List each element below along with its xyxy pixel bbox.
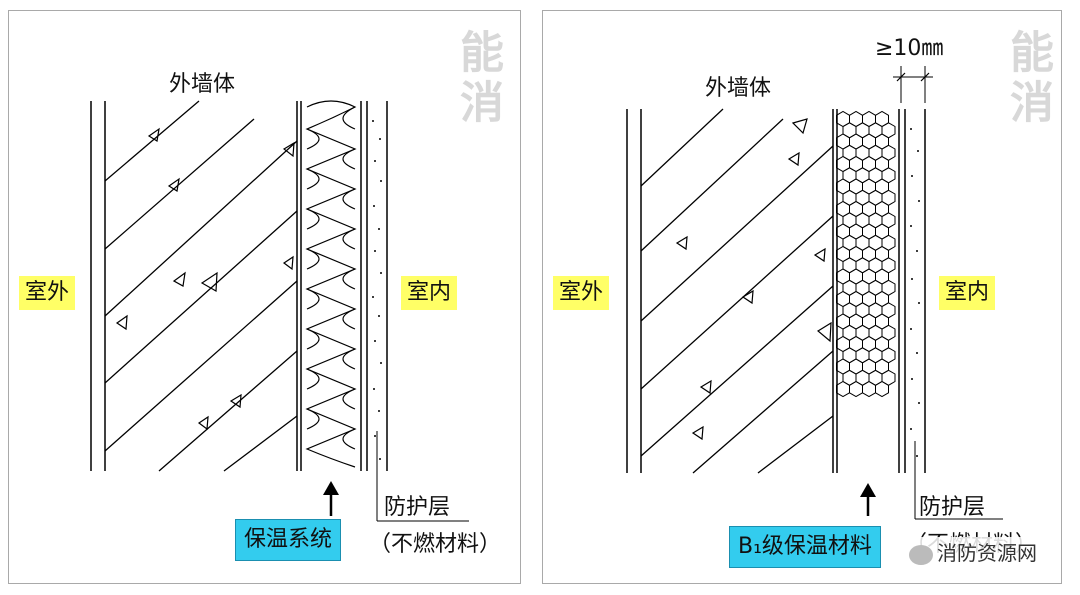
left-wall-title: 外墙体 — [169, 72, 235, 97]
right-watermark: 能消 — [1002, 29, 1053, 129]
wall-hatching — [104, 100, 298, 472]
right-dimension: ≥10㎜ — [875, 36, 943, 61]
left-protect-material: （不燃材料） — [369, 532, 502, 557]
left-panel: 外墙体 室外 室内 保温系统 防护层 （不燃材料） 能消 — [8, 10, 521, 584]
source-mark-text: 消防资源网 — [937, 541, 1037, 565]
right-outside-label: 室外 — [553, 276, 610, 310]
hex-cell — [836, 380, 850, 398]
left-diagram: 外墙体 — [90, 72, 469, 522]
hex-cell — [862, 380, 876, 398]
right-wall-title: 外墙体 — [705, 76, 771, 101]
right-diagram: ≥10㎜ 外墙体 — [626, 36, 1003, 520]
insulation-coils — [305, 100, 357, 468]
right-protect-label: 防护层 — [919, 495, 986, 520]
left-inside-label: 室内 — [401, 276, 458, 310]
left-system-label: 保温系统 — [235, 519, 342, 561]
right-inside-label: 室内 — [939, 276, 996, 310]
right-panel: ≥10㎜ 外墙体 室外 室内 B₁级保温材料 防护层 （不燃材料） 消防资源网 … — [542, 10, 1062, 584]
left-outside-label: 室外 — [19, 276, 76, 310]
source-watermark: 消防资源网 — [905, 537, 1041, 566]
left-watermark: 能消 — [452, 29, 503, 129]
chat-icon — [909, 544, 933, 565]
wall-hatching — [640, 108, 834, 474]
hex-cell — [875, 380, 889, 398]
hex-insulation — [836, 110, 896, 398]
right-system-label: B₁级保温材料 — [729, 526, 881, 568]
protection-dots — [372, 120, 382, 460]
hex-cell — [849, 380, 863, 398]
left-protect-label: 防护层 — [384, 495, 451, 520]
